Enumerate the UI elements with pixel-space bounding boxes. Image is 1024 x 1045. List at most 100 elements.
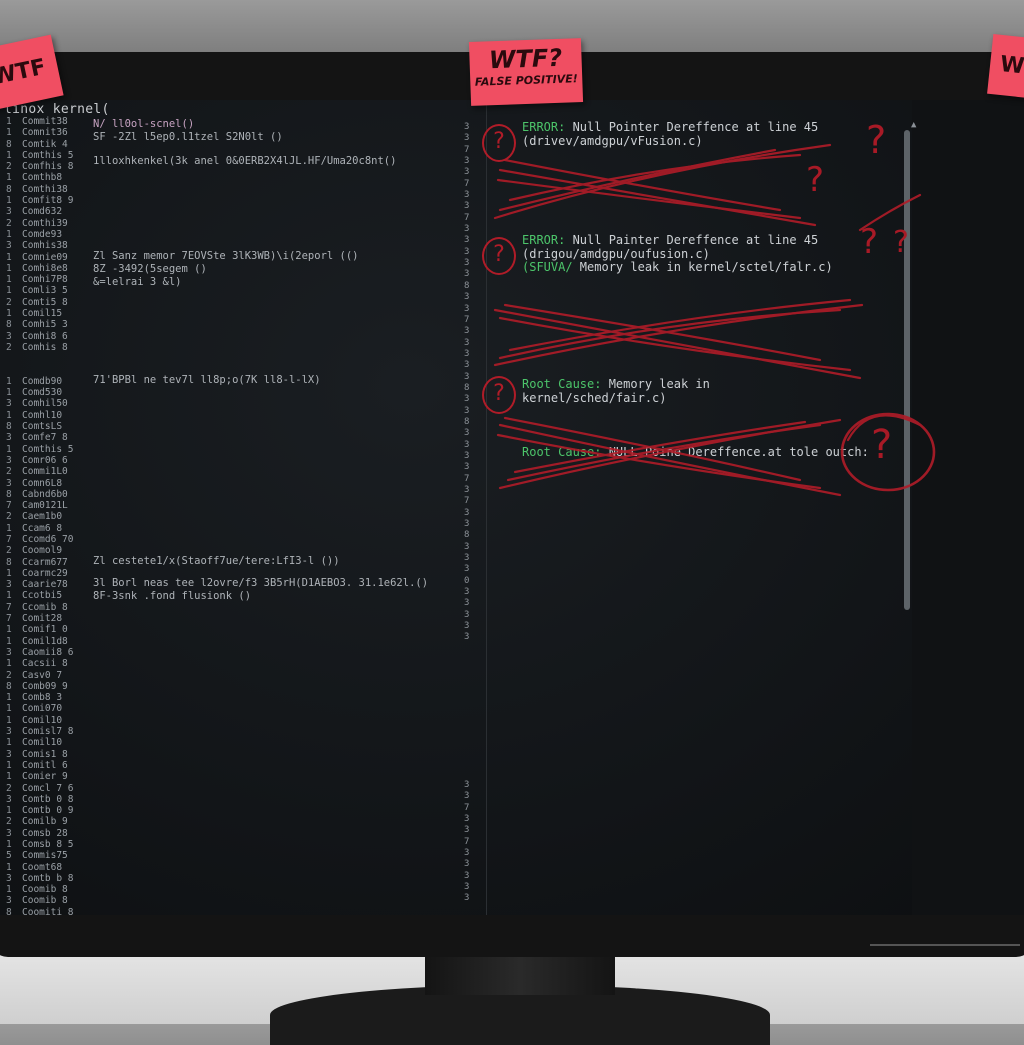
- commit-label: Caem1b0: [22, 511, 63, 523]
- commit-line-number: 3: [6, 432, 12, 444]
- commit-label: Comsb 8 5: [22, 839, 74, 850]
- pane-divider[interactable]: [486, 100, 487, 915]
- commit-label: Caarie78: [22, 579, 68, 591]
- commit-line-number: 1: [6, 116, 12, 127]
- middle-gutter-number: 7: [464, 836, 470, 847]
- middle-gutter-number: 3: [464, 609, 470, 620]
- commit-label: Comnit36: [22, 127, 68, 139]
- scroll-up-arrow-icon[interactable]: ▲: [911, 120, 917, 130]
- commit-line-number: 3: [6, 872, 12, 884]
- commit-line-number: 1: [6, 285, 12, 297]
- middle-gutter-number: 7: [464, 212, 470, 223]
- middle-gutter-number: 3: [464, 621, 470, 632]
- commit-label: Comhi8e8: [22, 262, 68, 274]
- commit-line-number: 1: [6, 149, 12, 161]
- commit-label: Ccotbi5: [22, 590, 63, 602]
- commit-line-number: 3: [6, 726, 12, 738]
- question-mark-scribble: ?: [866, 118, 887, 162]
- commit-label: Coarmc29: [22, 567, 68, 579]
- middle-gutter-number: 3: [464, 870, 470, 881]
- vertical-scrollbar[interactable]: [904, 130, 910, 610]
- middle-gutter-number: 3: [464, 258, 470, 269]
- commit-line-number: 3: [6, 206, 12, 218]
- commit-label: Comil10: [22, 714, 63, 726]
- middle-gutter-number: 7: [464, 802, 470, 813]
- code-line: Zl Sanz memor 7EOVSte 3lK3WB)\i(2eporl (…: [93, 250, 359, 262]
- middle-gutter-number: 3: [464, 519, 470, 530]
- commit-line-number: 3: [6, 895, 12, 907]
- commit-label: ComtsLS: [22, 421, 63, 433]
